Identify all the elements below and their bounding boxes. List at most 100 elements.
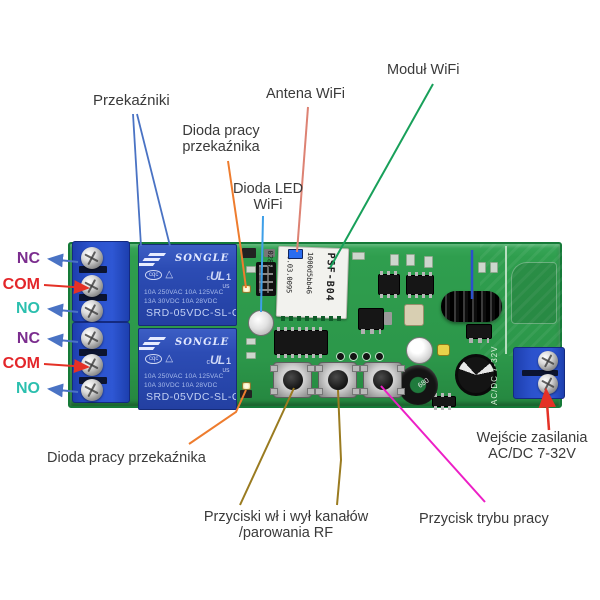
module-serial: 1000d5bb46 — [304, 251, 315, 295]
soic16-ic — [274, 327, 328, 358]
pcb-isolation-line — [505, 246, 507, 354]
label-przekazniki: Przekaźniki — [93, 92, 170, 109]
power-led — [437, 344, 450, 356]
label-dioda-pracy-bottom: Dioda pracy przekaźnika — [47, 450, 206, 466]
module-model: PSF-B04 — [323, 252, 337, 302]
label-wejscie-line1: Wejście zasilania — [476, 430, 588, 446]
capacitor-small — [406, 337, 433, 364]
relay-model: SRD-05VDC-SL-C — [146, 307, 237, 319]
relay-ratings-1: 10A 250VAC 10A 125VAC — [144, 289, 224, 296]
smd-component — [242, 248, 256, 258]
label-przyciski-line2: /parowania RF — [238, 525, 334, 541]
relay-brand: SONGLE — [175, 253, 230, 264]
screw-nc2 — [81, 327, 103, 349]
line-antena-wifi — [296, 106, 309, 253]
relay1-status-led — [242, 285, 251, 293]
label-no1: NO — [16, 300, 40, 317]
sot223-tab — [384, 312, 392, 325]
label-modul-wifi: Moduł WiFi — [387, 62, 460, 78]
triangle-mark: △ — [165, 269, 174, 280]
screw-no2 — [81, 379, 103, 401]
smd-pad — [390, 254, 399, 266]
coil-antenna — [441, 291, 502, 322]
relay-ratings-2: 13A 30VDC 10A 28VDC — [144, 298, 218, 305]
smd-pad — [246, 338, 256, 345]
label-dioda-led-line2: WiFi — [253, 197, 283, 213]
smd-pad — [424, 256, 433, 268]
wifi-module: PSF-B04 1000d5bb46 06.03.0095 0285 — [266, 245, 350, 320]
screw-power-1 — [538, 351, 558, 371]
through-hole — [362, 352, 371, 361]
label-dioda-pracy-top-line1: Dioda pracy — [182, 123, 260, 139]
soic8-ic — [432, 393, 456, 410]
smd-pad — [246, 266, 256, 273]
label-com2: COM — [2, 355, 40, 372]
through-hole — [349, 352, 358, 361]
toroid-label: 680 — [417, 377, 431, 390]
line-modul-wifi — [329, 83, 434, 269]
screw-nc1 — [81, 247, 103, 269]
label-przycisk-trybu: Przycisk trybu pracy — [419, 511, 549, 527]
songle-logo — [147, 253, 167, 256]
relay-brand: SONGLE — [175, 337, 230, 348]
line-relay-1 — [132, 113, 142, 247]
screw-com1 — [81, 275, 103, 297]
relay-model: SRD-05VDC-SL-C — [146, 391, 237, 403]
terminal-slot — [522, 370, 558, 376]
terminal-slot — [79, 266, 107, 273]
pcb-antenna-keepout — [511, 262, 557, 324]
line-relay-2 — [136, 113, 171, 247]
cqc-mark: cqc — [145, 353, 163, 364]
label-antena-wifi: Antena WiFi — [266, 86, 345, 102]
button-cap — [372, 370, 393, 390]
label-nc2: NC — [16, 330, 40, 347]
smd-pad — [478, 262, 486, 273]
label-dioda-pracy-top: Dioda pracy przekaźnika — [175, 123, 267, 155]
button-channel-2 — [315, 362, 360, 398]
relay-ratings-2: 10A 30VDC 10A 28VDC — [144, 382, 218, 389]
smd-component — [240, 390, 252, 398]
smd-pad — [406, 254, 415, 266]
through-hole — [375, 352, 384, 361]
relay-logo-row: SONGLE — [145, 335, 235, 351]
terminal-slot — [79, 349, 107, 356]
smd-pad — [352, 252, 365, 260]
screw-com2 — [81, 354, 103, 376]
label-przyciski-line1: Przyciski wł i wył kanałów — [203, 509, 369, 525]
terminal-slot — [79, 294, 107, 301]
wifi-status-led — [248, 310, 274, 336]
label-dioda-led-line1: Dioda LED — [232, 181, 304, 197]
smd-pad — [246, 352, 256, 359]
label-dioda-pracy-top-line2: przekaźnika — [182, 139, 260, 155]
wifi-module-label: PSF-B04 1000d5bb46 06.03.0095 0285 — [258, 250, 340, 315]
label-przyciski: Przyciski wł i wył kanałów /parowania RF — [198, 509, 374, 541]
crystal — [404, 304, 424, 326]
screw-power-2 — [538, 374, 558, 394]
label-no2: NO — [16, 380, 40, 397]
soic8-ic — [406, 272, 434, 298]
label-dioda-led-wifi: Dioda LED WiFi — [231, 181, 305, 213]
cqc-mark: cqc — [145, 269, 163, 280]
label-wejscie-zasilania: Wejście zasilania AC/DC 7-32V — [470, 430, 594, 462]
transistor — [466, 324, 492, 343]
module-castellations — [281, 316, 343, 321]
soic8-ic — [378, 271, 400, 298]
relay2-status-led — [242, 382, 251, 390]
button-cap — [327, 370, 348, 390]
button-mode — [360, 362, 405, 398]
relay-ratings-1: 10A 250VAC 10A 125VAC — [144, 373, 224, 380]
triangle-mark: △ — [165, 353, 174, 364]
through-hole — [336, 352, 345, 361]
songle-logo — [147, 337, 167, 340]
button-cap — [282, 370, 303, 390]
label-nc1: NC — [16, 250, 40, 267]
relay-logo-row: SONGLE — [145, 251, 235, 267]
module-antenna-led — [288, 249, 303, 259]
